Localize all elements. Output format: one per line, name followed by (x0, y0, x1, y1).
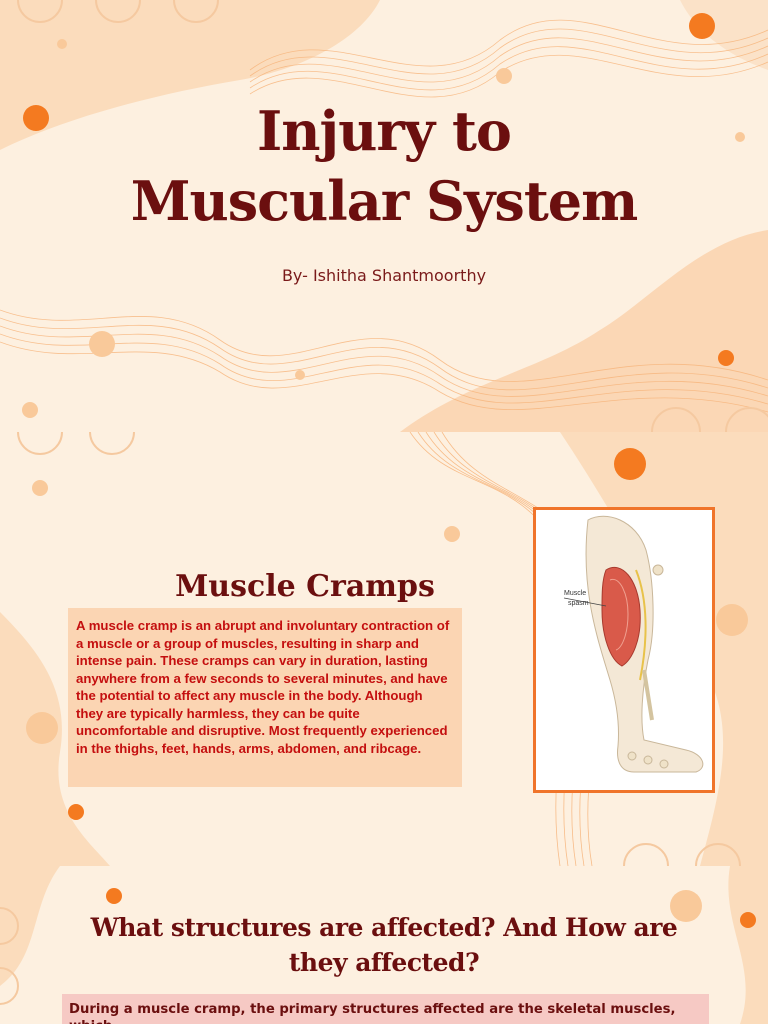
author-byline: By- Ishitha Shantmoorthy (281, 266, 487, 285)
title-line-2: Muscular System (130, 169, 639, 233)
figure-label-line2: spasm (568, 600, 589, 607)
slide-title: Injury to Muscular System By- Ishitha Sh… (0, 0, 768, 432)
structures-description: During a muscle cramp, the primary struc… (62, 994, 709, 1024)
slide-decoration (0, 866, 768, 1024)
leg-muscle-figure: Muscle spasm (533, 507, 715, 793)
muscle-cramps-description: A muscle cramp is an abrupt and involunt… (68, 608, 462, 787)
page-title: Injury to Muscular System (0, 96, 768, 236)
title-line-1: Injury to (257, 99, 512, 163)
section-heading-structures: What structures are affected? And How ar… (90, 913, 678, 977)
slide-structures-affected: What structures are affected? And How ar… (0, 866, 768, 1024)
figure-label-line1: Muscle (564, 590, 586, 597)
leg-anatomy-illustration: Muscle spasm (563, 515, 704, 773)
slide-muscle-cramps: Muscle Cramps A muscle cramp is an abrup… (0, 432, 768, 866)
section-heading-muscle-cramps: Muscle Cramps (175, 569, 435, 604)
slide-decoration (0, 0, 768, 432)
